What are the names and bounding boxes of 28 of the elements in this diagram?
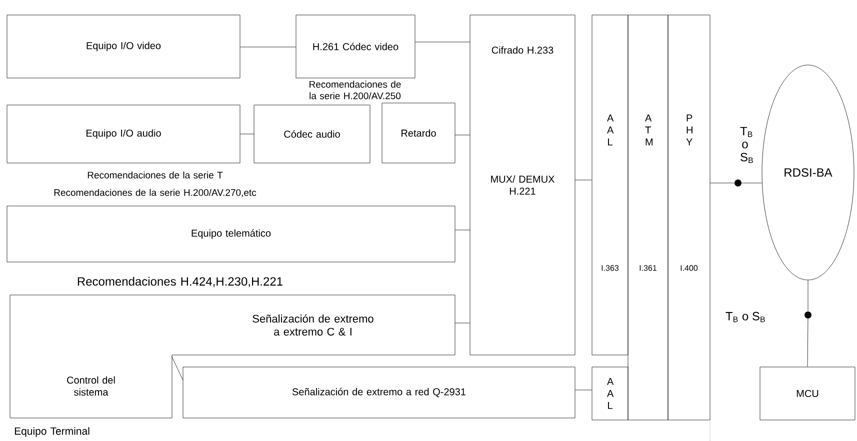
note-text: Recomendaciones de la serie H.200/AV.250 — [310, 80, 401, 100]
process-box: H.261 Códec video — [296, 14, 416, 78]
connection-line — [807, 318, 808, 367]
connection-line — [172, 356, 183, 380]
process-box: Equipo I/O video — [6, 14, 240, 78]
process-box: MCU — [760, 366, 856, 420]
process-box: Equipo I/O audio — [6, 104, 240, 164]
interface-label: T$_{B}$ o S$_{B}$ — [740, 126, 753, 164]
connection-line — [240, 46, 296, 48]
connection-line — [742, 182, 762, 184]
note-text: Recomendaciones H.424,H.230,H.221 — [78, 276, 282, 288]
process-box: Señalización de extremo a red Q-2931 — [182, 366, 576, 418]
process-box: Retardo — [382, 102, 456, 164]
layer-column: A T M I.361 — [628, 14, 668, 420]
layer-column: P H Y I.400 — [668, 14, 710, 420]
mux-box: Cifrado H.233 MUX/ DEMUX H.221 — [470, 14, 576, 356]
note-text: Recomendaciones de la serie H.200/AV.270,etc — [54, 188, 256, 198]
connection-line — [455, 322, 470, 324]
connection-line — [455, 134, 470, 136]
layer-column: A A L I.363 — [592, 14, 628, 356]
junction-dot — [734, 180, 742, 186]
interface-label: T$_{B}$ o S$_{B}$ — [726, 312, 765, 322]
process-box: Equipo telemático — [6, 206, 456, 262]
note-text: Recomendaciones de la serie T — [88, 172, 223, 178]
junction-dot — [804, 312, 812, 318]
connection-line — [710, 182, 734, 184]
process-box: Códec audio — [254, 104, 370, 164]
layer-column: A A L — [592, 366, 628, 420]
